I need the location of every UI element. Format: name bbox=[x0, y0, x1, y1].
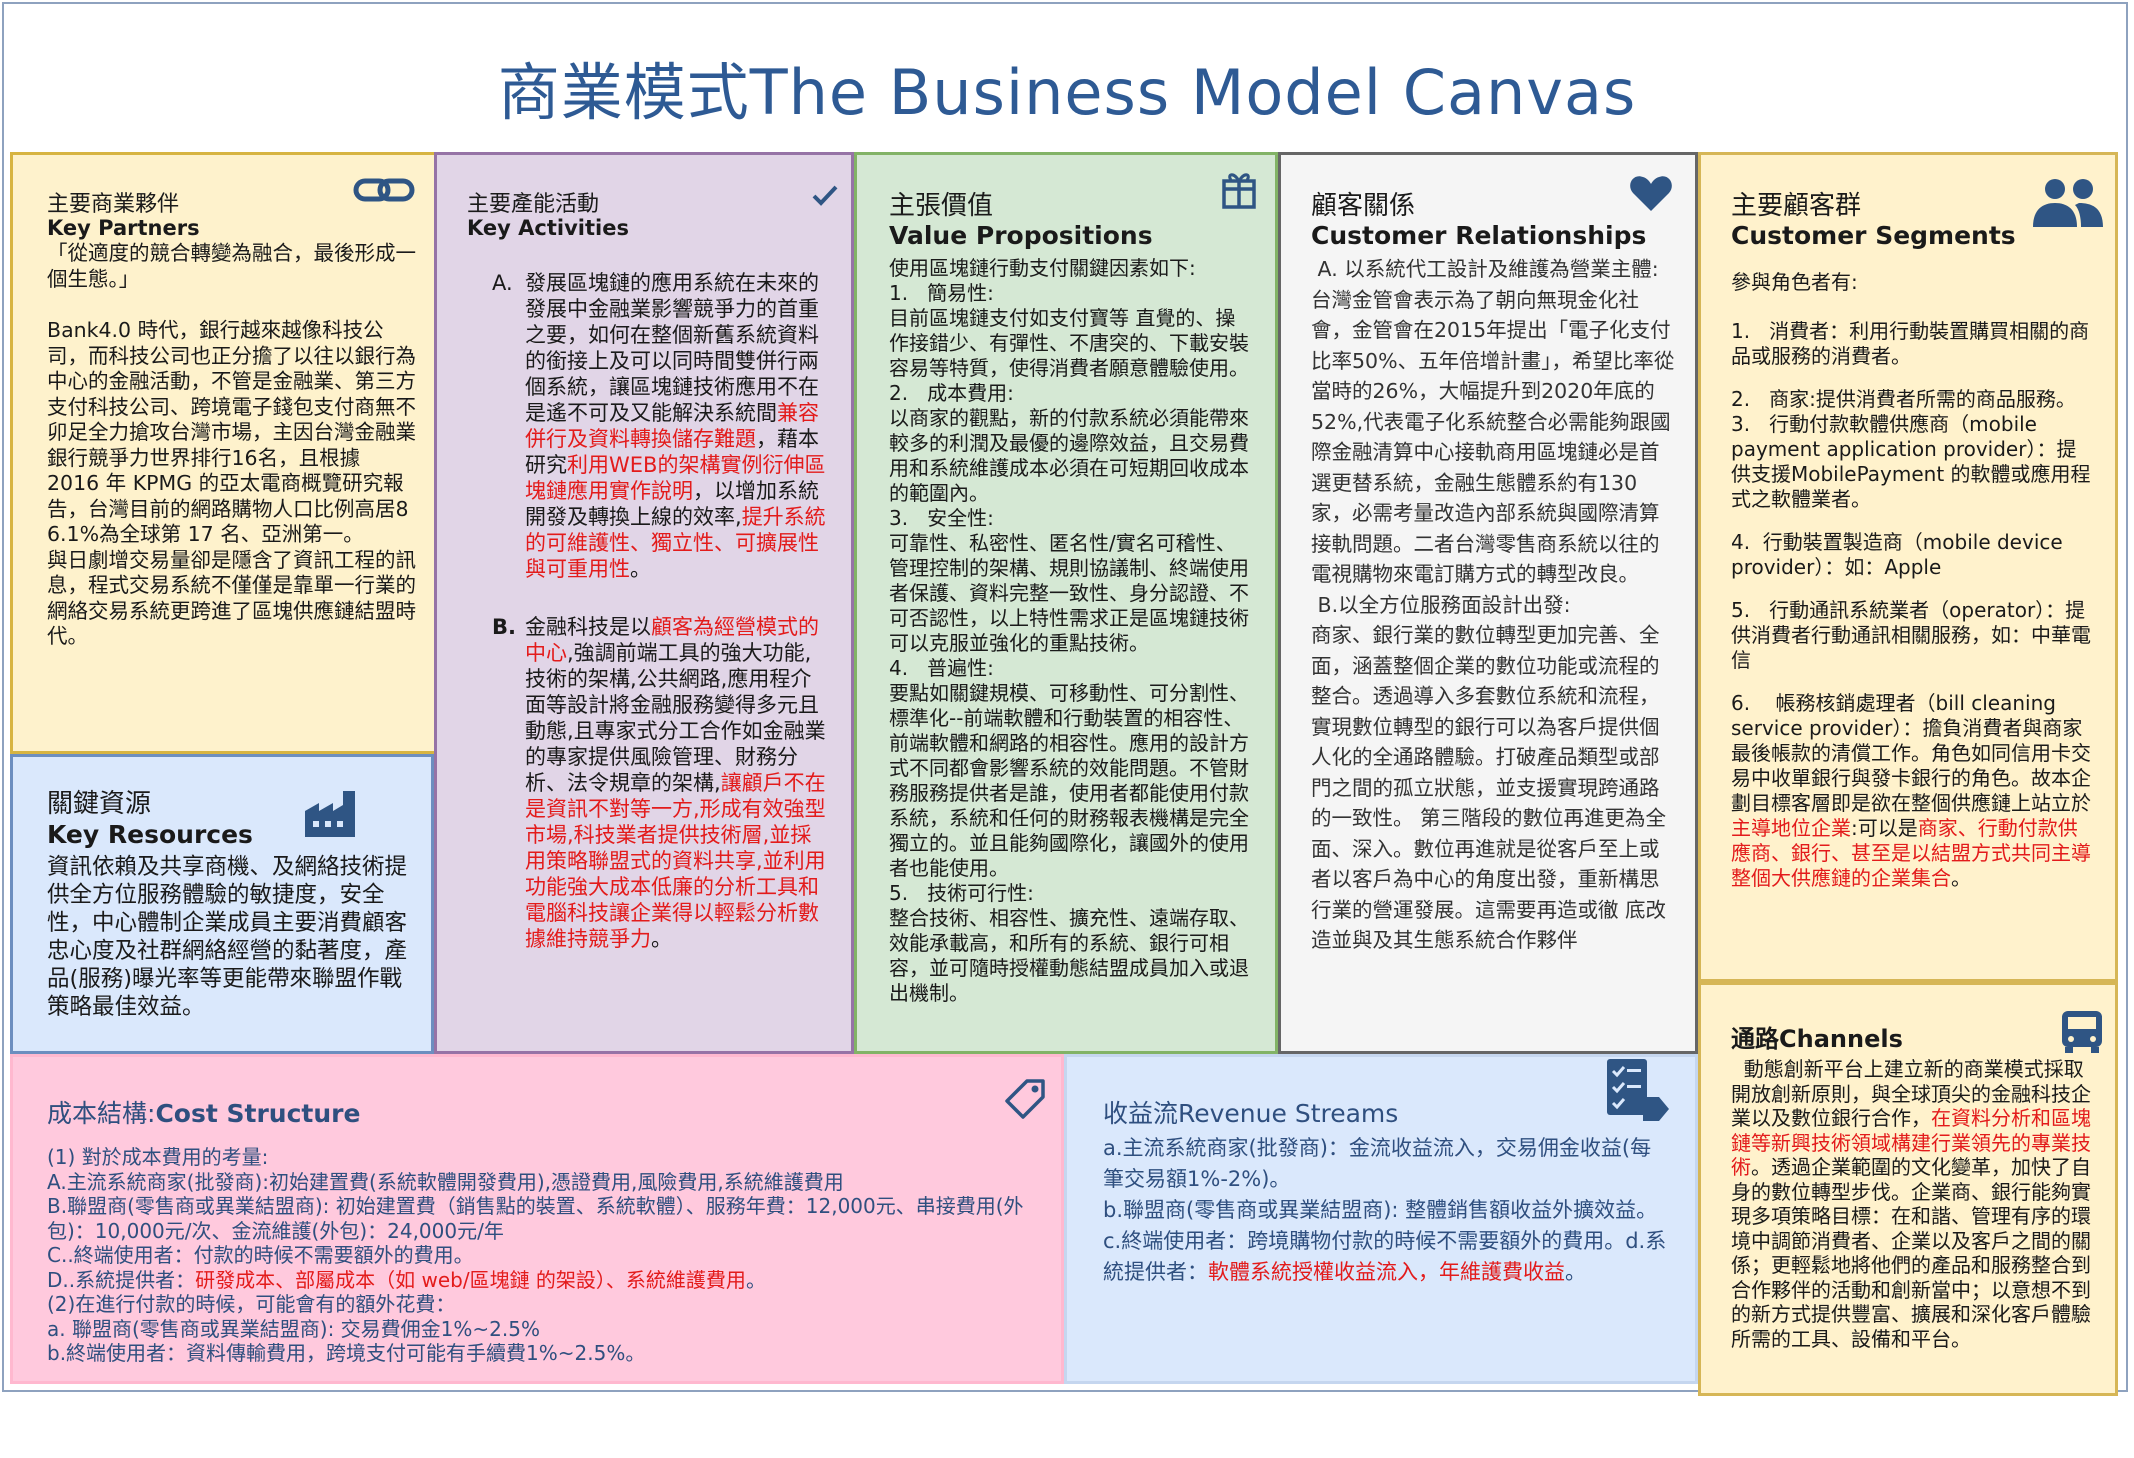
channels-box: 通路Channels 動態創新平台上建立新的商業模式採取開放創新原則，與全球頂尖… bbox=[1698, 982, 2118, 1396]
link-icon bbox=[353, 178, 415, 202]
customer-relationships-box: 顧客關係 Customer Relationships A. 以系統代工設計及維… bbox=[1278, 152, 1698, 1054]
value-title-en: Value Propositions bbox=[889, 221, 1153, 250]
key-partners-quote: 「從適度的競合轉變為融合，最後形成一個生態。」 bbox=[47, 241, 416, 291]
revenue-line-3: c.終端使用者：跨境購物付款的時候不需要額外的費用。d.系統提供者：軟體系統授權… bbox=[1103, 1229, 1667, 1284]
cost-line-1: (1) 對於成本費用的考量: bbox=[47, 1145, 269, 1169]
cost-line-7: a. 聯盟商(零售商或異業結盟商): 交易費佣金1%~2.5% bbox=[47, 1316, 540, 1341]
checkmark-icon bbox=[812, 185, 838, 206]
customer-segments-box: 主要顧客群 Customer Segments 參與角色者有: 1. 消費者：利… bbox=[1698, 152, 2118, 982]
page-title: 商業模式The Business Model Canvas bbox=[497, 56, 1637, 129]
activity-b-label: B. bbox=[492, 615, 516, 639]
key-partners-box: 主要商業夥伴 Key Partners 「從適度的競合轉變為融合，最後形成一個生… bbox=[10, 152, 434, 754]
key-activities-title-zh: 主要產能活動 bbox=[467, 192, 600, 217]
channels-title: 通路Channels bbox=[1731, 1025, 1903, 1053]
segments-intro: 參與角色者有: bbox=[1731, 270, 1858, 294]
key-partners-title-zh: 主要商業夥伴 bbox=[47, 192, 180, 217]
activity-a-text: 發展區塊鏈的應用系統在未來的發展中金融業影響競爭力的首重之要，如何在整個新舊系統… bbox=[525, 271, 826, 581]
segment-item-2: 2. 商家:提供消費者所需的商品服務。3. 行動付款軟體供應商（mobile p… bbox=[1731, 387, 2091, 511]
cost-line-2: A.主流系統商家(批發商):初始建置費(系統軟體開發費用),憑證費用,風險費用,… bbox=[47, 1169, 844, 1194]
cost-line-5: D..系統提供者：研發成本、部屬成本（如 web/區塊鏈 的架設）、系統維護費用… bbox=[47, 1267, 766, 1292]
users-icon bbox=[2033, 179, 2103, 227]
revenue-line-1: a.主流系統商家(批發商)：金流收益流入，交易佣金收益(每筆交易額1%-2%)。 bbox=[1103, 1136, 1652, 1191]
cost-line-6: (2)在進行付款的時候，可能會有的額外花費： bbox=[47, 1292, 456, 1316]
relationships-text: A. 以系統代工設計及維護為營業主體: 台灣金管會表示為了朝向無現金化社會，金管… bbox=[1311, 257, 1675, 952]
relationships-title-zh: 顧客關係 bbox=[1311, 191, 1416, 221]
cost-line-8: b.終端使用者：資料傳輸費用，跨境支付可能有手續費1%~2.5%。 bbox=[47, 1341, 646, 1365]
key-resources-box: 關鍵資源 Key Resources 資訊依賴及共享商機、及網絡技術提供全方位服… bbox=[10, 754, 434, 1054]
price-tag-icon bbox=[1005, 1079, 1045, 1119]
key-resources-title-en: Key Resources bbox=[47, 820, 253, 849]
segments-title-zh: 主要顧客群 bbox=[1731, 191, 1862, 221]
key-partners-paragraph-2: 與日劇增交易量卻是隱含了資訊工程的訊息，程式交易系統不僅僅是靠單一行業的網絡交易… bbox=[47, 547, 416, 649]
value-title-zh: 主張價值 bbox=[889, 191, 994, 221]
revenue-line-2: b.聯盟商(零售商或異業結盟商): 整體銷售額收益外擴效益。 bbox=[1103, 1198, 1658, 1222]
heart-icon bbox=[1630, 176, 1672, 211]
cost-structure-box: 成本結構:Cost Structure (1) 對於成本費用的考量: A.主流系… bbox=[10, 1054, 1064, 1384]
segment-item-1: 1. 消費者：利用行動裝置購買相關的商品或服務的消費者。 bbox=[1731, 319, 2090, 368]
checklist-icon bbox=[1607, 1059, 1669, 1121]
gift-icon bbox=[1222, 173, 1256, 209]
segment-item-3: 4. 行動裝置製造商（mobile device provider）：如：App… bbox=[1731, 530, 2070, 579]
factory-icon bbox=[305, 791, 355, 837]
key-partners-paragraph-1: Bank4.0 時代，銀行越來越像科技公司，而科技公司也正分擔了以往以銀行為中心… bbox=[47, 318, 416, 546]
revenue-title: 收益流Revenue Streams bbox=[1103, 1099, 1399, 1128]
key-partners-title-en: Key Partners bbox=[47, 216, 200, 240]
segment-item-5: 6. 帳務核銷處理者（bill cleaning service provide… bbox=[1731, 691, 2091, 890]
cost-line-4: C..終端使用者：付款的時候不需要額外的費用。 bbox=[47, 1243, 474, 1267]
key-activities-box: 主要產能活動 Key Activities A. 發展區塊鏈的應用系統在未來的發… bbox=[434, 152, 854, 1054]
value-propositions-box: 主張價值 Value Propositions 使用區塊鏈行動支付關鍵因素如下:… bbox=[854, 152, 1278, 1054]
value-text: 使用區塊鏈行動支付關鍵因素如下: 1. 簡易性: 目前區塊鏈支付如支付寶等 直覺… bbox=[889, 256, 1249, 1005]
key-resources-title-zh: 關鍵資源 bbox=[47, 789, 152, 819]
key-resources-text: 資訊依賴及共享商機、及網絡技術提供全方位服務體驗的敏捷度，安全性，中心體制企業成… bbox=[47, 854, 408, 1020]
segments-title-en: Customer Segments bbox=[1731, 221, 2016, 250]
revenue-streams-box: 收益流Revenue Streams a.主流系統商家(批發商)：金流收益流入，… bbox=[1064, 1054, 1698, 1384]
activity-a-label: A. bbox=[492, 271, 513, 295]
key-activities-title-en: Key Activities bbox=[467, 216, 629, 240]
cost-line-3: B.聯盟商(零售商或異業結盟商): 初始建置費（銷售點的裝置、系統軟體）、服務年… bbox=[47, 1194, 1024, 1243]
channels-text: 動態創新平台上建立新的商業模式採取開放創新原則，與全球頂尖的金融科技企業以及數位… bbox=[1731, 1057, 2091, 1351]
truck-icon bbox=[2062, 1011, 2102, 1053]
activity-b-text: 金融科技是以顧客為經營模式的中心,強調前端工具的強大功能,技術的架構,公共網路,… bbox=[525, 615, 826, 951]
segment-item-4: 5. 行動通訊系統業者（operator）：提供消費者行動通訊相關服務，如：中華… bbox=[1731, 598, 2091, 672]
relationships-title-en: Customer Relationships bbox=[1311, 221, 1647, 250]
cost-title: 成本結構:Cost Structure bbox=[47, 1099, 361, 1128]
canvas-frame bbox=[2, 2, 2128, 1392]
